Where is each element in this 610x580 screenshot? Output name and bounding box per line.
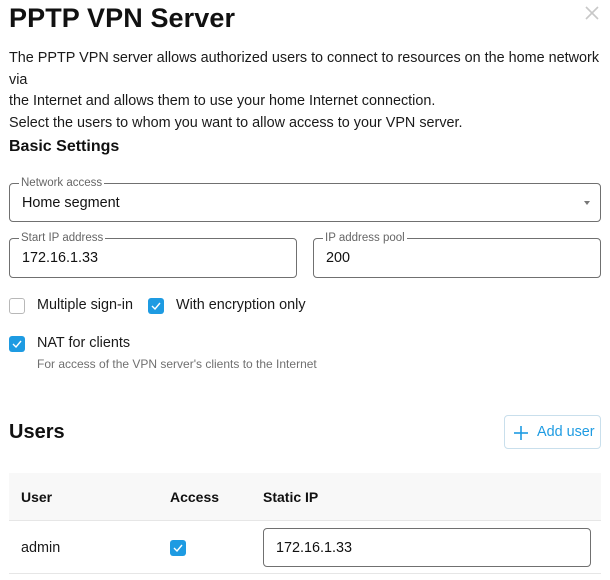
static-ip-value: 172.16.1.33 <box>276 540 353 556</box>
basic-settings-heading: Basic Settings <box>9 138 120 155</box>
access-checkbox[interactable] <box>170 540 186 556</box>
dialog-description: The PPTP VPN server allows authorized us… <box>9 48 609 134</box>
column-header-access: Access <box>170 489 220 505</box>
network-access-select[interactable]: Network access Home segment <box>9 176 601 222</box>
network-access-label: Network access <box>19 176 105 190</box>
checkmark-icon <box>12 340 22 348</box>
table-row: admin 172.16.1.33 <box>9 521 601 574</box>
users-heading: Users <box>9 421 65 443</box>
user-name: admin <box>21 540 61 556</box>
plus-icon <box>514 426 528 440</box>
ip-pool-value: 200 <box>326 250 351 266</box>
column-header-user: User <box>21 489 53 505</box>
close-button[interactable] <box>583 4 601 22</box>
checkmark-icon <box>151 302 161 310</box>
close-icon <box>585 6 599 20</box>
chevron-down-icon <box>584 201 590 205</box>
multiple-signin-label: Multiple sign-in <box>37 297 133 313</box>
network-access-value: Home segment <box>22 195 120 211</box>
checkmark-icon <box>173 544 183 552</box>
description-line: The PPTP VPN server allows authorized us… <box>9 50 600 88</box>
ip-pool-input[interactable]: IP address pool 200 <box>313 231 601 278</box>
dialog-title: PPTP VPN Server <box>9 3 236 33</box>
nat-for-clients-checkbox[interactable] <box>9 336 25 352</box>
add-user-button[interactable]: Add user <box>504 415 601 449</box>
start-ip-value: 172.16.1.33 <box>22 250 99 266</box>
description-line: the Internet and allows them to use your… <box>9 93 436 109</box>
column-header-static-ip: Static IP <box>263 489 319 505</box>
add-user-label: Add user <box>537 424 595 440</box>
start-ip-input[interactable]: Start IP address 172.16.1.33 <box>9 231 297 278</box>
static-ip-input[interactable]: 172.16.1.33 <box>263 528 591 567</box>
start-ip-label: Start IP address <box>19 231 106 245</box>
encryption-only-checkbox[interactable] <box>148 298 164 314</box>
multiple-signin-checkbox[interactable] <box>9 298 25 314</box>
encryption-only-label: With encryption only <box>176 297 306 313</box>
description-line: Select the users to whom you want to all… <box>9 114 463 131</box>
nat-hint: For access of the VPN server's clients t… <box>37 357 317 371</box>
users-table-header: User Access Static IP <box>9 473 601 521</box>
nat-for-clients-label: NAT for clients <box>37 335 131 351</box>
ip-pool-label: IP address pool <box>323 231 407 245</box>
